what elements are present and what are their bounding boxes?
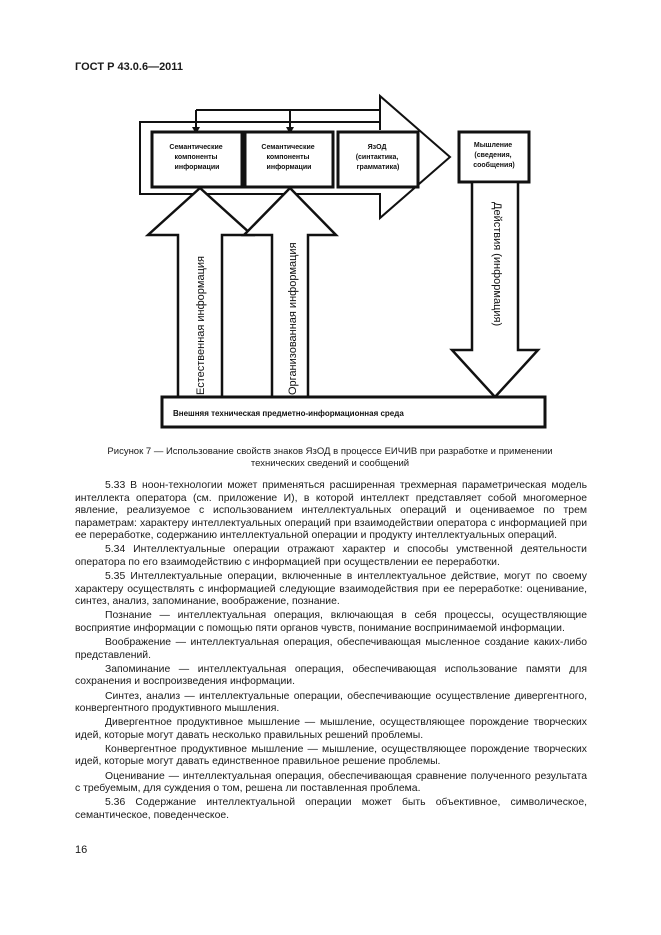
box2-line3: информации: [267, 164, 312, 171]
box2-line1: Семантические: [261, 144, 314, 151]
box1-line2: компоненты: [175, 154, 218, 161]
paragraph-memorization: Запоминание — интеллектуальная операция,…: [75, 663, 587, 688]
yazod-box: [336, 130, 420, 189]
box3-line1: ЯзОД: [368, 144, 387, 151]
figure-7-diagram: Семантические компоненты информации Сема…: [139, 93, 547, 429]
paragraph-evaluation: Оценивание — интеллектуальная операция, …: [75, 770, 587, 795]
box4-line2: (сведения,: [474, 152, 511, 159]
svg-text:Семантические компоненты: Семантические компоненты информации: [169, 144, 224, 171]
box3-line2: (синтактика,: [356, 154, 399, 161]
paragraph-imagination: Воображение — интеллектуальная операция,…: [75, 637, 587, 661]
caption-line-1: Рисунок 7 — Использование свойств знаков…: [107, 446, 553, 457]
natural-information-label: Естественная информация: [195, 256, 207, 395]
feedback-connector: [195, 109, 381, 130]
organized-information-arrow: [241, 186, 339, 399]
paragraph-5-34: 5.34 Интеллектуальные операции отражают …: [75, 544, 587, 569]
environment-label: Внешняя техническая предметно-информацио…: [173, 409, 404, 418]
svg-text:ЯзОД (синтактика, грам: ЯзОД (синтактика, грамматика): [356, 144, 401, 171]
paragraph-5-33: 5.33 В ноон-технологии может применяться…: [75, 480, 587, 542]
svg-text:Мышление (сведения, со: Мышление (сведения, сообщения): [473, 142, 515, 169]
actions-arrow: [449, 180, 541, 399]
environment-box: [160, 395, 547, 429]
document-code-header: ГОСТ Р 43.0.6—2011: [75, 61, 183, 73]
natural-information-arrow: [144, 186, 256, 399]
thinking-box: [457, 130, 531, 184]
box1-line3: информации: [175, 164, 220, 171]
box2-line2: компоненты: [267, 154, 310, 161]
paragraph-5-35: 5.35 Интеллектуальные операции, включенн…: [75, 571, 587, 608]
svg-text:Семантические компоненты: Семантические компоненты информации: [261, 144, 316, 171]
paragraph-convergent: Конвергентное продуктивное мышление — мы…: [75, 743, 587, 768]
body-text: 5.33 В ноон-технологии может применяться…: [75, 480, 587, 824]
box4-line1: Мышление: [474, 142, 512, 149]
figure-caption: Рисунок 7 — Использование свойств знаков…: [80, 446, 580, 470]
page-number: 16: [75, 844, 88, 856]
paragraph-cognition: Познание — интеллектуальная операция, вк…: [75, 610, 587, 635]
semantic-components-box-1: [150, 130, 244, 189]
paragraph-synthesis-analysis: Синтез, анализ — интеллектуальные операц…: [75, 690, 587, 715]
box3-line3: грамматика): [357, 164, 400, 171]
organized-information-label: Организованная информация: [287, 242, 299, 395]
semantic-components-box-2: [243, 130, 335, 189]
paragraph-divergent: Дивергентное продуктивное мышление — мыш…: [75, 717, 587, 741]
box4-line3: сообщения): [473, 161, 515, 169]
actions-label: Действия (информация): [491, 202, 503, 326]
box1-line1: Семантические: [169, 144, 222, 151]
caption-line-2: технических сведений и сообщений: [250, 458, 410, 469]
paragraph-5-36: 5.36 Содержание интеллектуальной операци…: [75, 797, 587, 821]
